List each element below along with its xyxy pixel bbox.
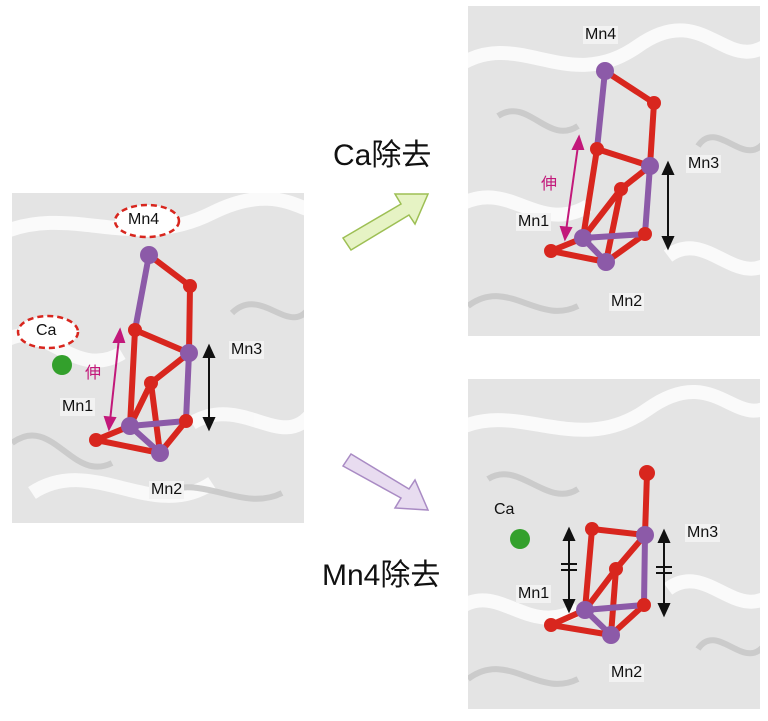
mn4-label: Mn4 <box>583 26 619 44</box>
mn1-label: Mn1 <box>516 585 552 603</box>
stretch-label: 伸 <box>85 365 102 382</box>
stretch-arrow <box>559 134 585 242</box>
stretch-arrow <box>103 327 126 432</box>
left-unchanged-distance-arrow <box>561 526 577 614</box>
ca-label: Ca <box>36 322 57 339</box>
calcium-atom <box>510 529 530 549</box>
mn4-removal-label: Mn4除去 <box>322 559 441 592</box>
mn4-removed-panel: Ca Mn3 Mn1 Mn2 <box>468 379 760 709</box>
mn2-atom <box>597 253 615 271</box>
oxygen-atom <box>128 323 142 337</box>
mn4-removed-atoms <box>510 465 655 644</box>
calcium-atom <box>52 355 72 375</box>
intact-atoms <box>52 246 198 462</box>
oxygen-atom <box>647 96 661 110</box>
oxygen-atom <box>544 618 558 632</box>
protein-ribbon-background <box>468 384 760 625</box>
mn4-atom <box>596 62 614 80</box>
oxygen-atom <box>614 182 628 196</box>
right-unchanged-distance-arrow <box>656 528 672 618</box>
protein-ribbon-background <box>468 23 760 276</box>
protein-ribbon-shadow <box>468 108 760 314</box>
ca-removal-label: Ca除去 <box>333 139 432 172</box>
mn2-label: Mn2 <box>149 481 185 499</box>
mn1-mn3-distance-arrow <box>202 343 216 432</box>
mn4-dashed-highlight <box>113 203 181 239</box>
mn3-atom <box>180 344 198 362</box>
mn1-label: Mn1 <box>60 398 96 416</box>
mn3-atom <box>636 526 654 544</box>
mn1-mn3-distance-arrow <box>661 160 675 251</box>
oxygen-atom <box>89 433 103 447</box>
oxygen-atom <box>544 244 558 258</box>
mn3-label: Mn3 <box>685 524 721 542</box>
mn2-atom <box>151 444 169 462</box>
ca-removed-structure-svg <box>468 23 760 314</box>
mn1-atom <box>574 229 592 247</box>
ca-dashed-highlight <box>16 314 80 350</box>
ca-removal-arrow <box>341 193 430 252</box>
protein-ribbon-shadow <box>468 471 760 687</box>
mn4-label: Mn4 <box>128 211 160 228</box>
mn4-removed-structure-svg <box>468 384 760 687</box>
stretch-label: 伸 <box>541 176 558 193</box>
mn1-label: Mn1 <box>516 213 552 231</box>
ca-label: Ca <box>494 501 515 518</box>
oxygen-atom <box>609 562 623 576</box>
mn4-removal-arrow <box>341 452 430 511</box>
ca-removed-atoms <box>544 62 661 271</box>
ca-removed-panel: Mn4 Mn3 Mn1 Mn2 伸 <box>468 6 760 336</box>
mn3-label: Mn3 <box>229 341 265 359</box>
oxygen-atom <box>638 227 652 241</box>
oxygen-atom <box>144 376 158 390</box>
intact-cluster-panel: Mn4 Ca Mn3 Mn1 Mn2 伸 <box>12 193 304 523</box>
oxygen-atom <box>639 465 655 481</box>
oxygen-atom <box>183 279 197 293</box>
mn3-atom <box>641 157 659 175</box>
intact-structure-svg <box>12 193 304 503</box>
mn2-atom <box>602 626 620 644</box>
mn2-label: Mn2 <box>609 664 645 682</box>
oxygen-atom <box>637 598 651 612</box>
oxygen-atom <box>590 142 604 156</box>
mn1-atom <box>121 417 139 435</box>
mn3-label: Mn3 <box>686 155 722 173</box>
mn1-atom <box>576 601 594 619</box>
oxygen-atom <box>585 522 599 536</box>
mn4-atom <box>140 246 158 264</box>
oxygen-atom <box>179 414 193 428</box>
mn2-label: Mn2 <box>609 293 645 311</box>
